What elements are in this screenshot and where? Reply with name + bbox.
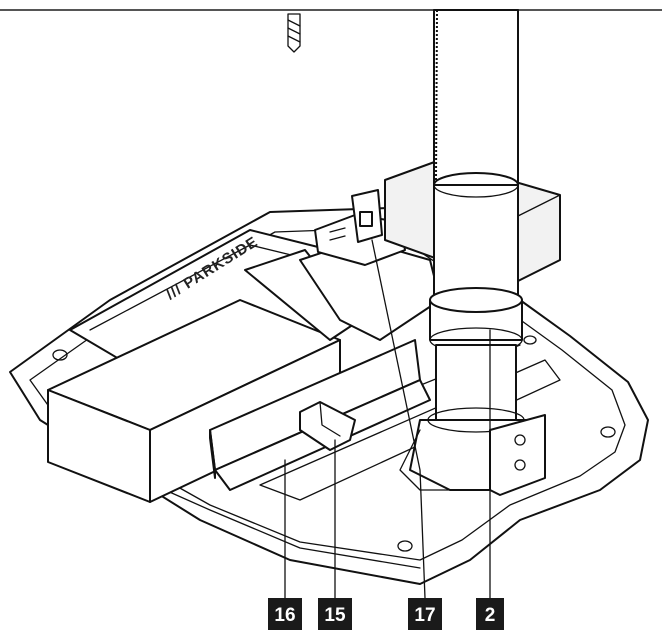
callout-16: 16	[268, 598, 302, 630]
drill-bit	[287, 13, 301, 53]
leader-17	[371, 239, 426, 599]
callout-15-label: 15	[324, 605, 346, 626]
vise	[209, 339, 431, 491]
callout-2: 2	[476, 598, 504, 630]
callout-2-label: 2	[485, 605, 496, 626]
callout-15: 15	[318, 598, 352, 630]
leader-lines	[284, 239, 491, 599]
crank-knob	[314, 189, 406, 266]
callout-17-label: 17	[414, 605, 435, 626]
callout-16-label: 16	[274, 605, 295, 626]
callout-17: 17	[408, 598, 442, 630]
clamp-arm	[244, 239, 441, 341]
chain	[435, 9, 438, 181]
